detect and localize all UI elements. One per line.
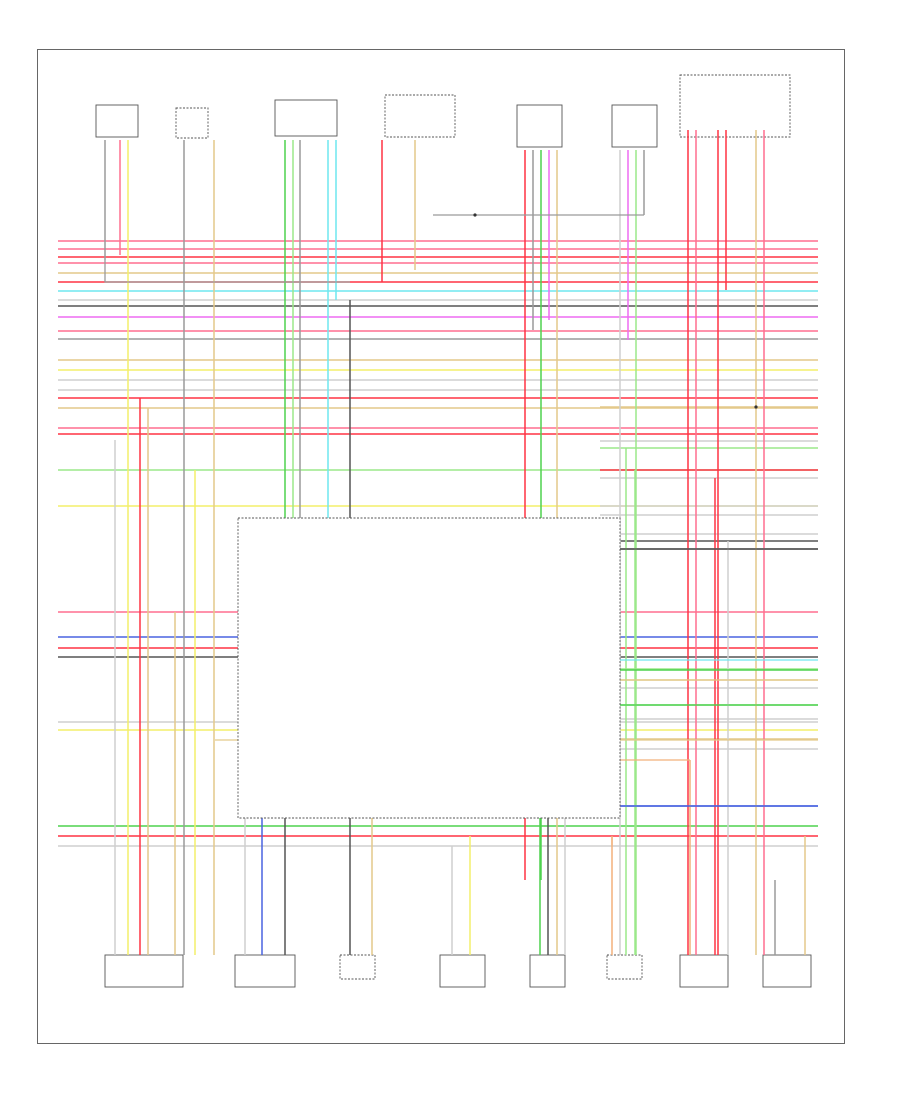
- component-box-c4: [384, 94, 456, 138]
- component-box-c3: [274, 99, 338, 137]
- component-box-c1: [95, 104, 139, 138]
- component-box-b7: [679, 954, 729, 988]
- splice-dot-0: [473, 213, 477, 217]
- component-box-c2: [175, 107, 209, 139]
- dashed-harness-box: [237, 517, 621, 819]
- component-box-b8: [762, 954, 812, 988]
- component-box-b4: [439, 954, 486, 988]
- component-box-b3: [339, 954, 376, 980]
- elbow-wire-1: [104, 260, 350, 283]
- component-box-b2: [234, 954, 296, 988]
- splice-dot-3: [754, 405, 758, 409]
- component-box-b5: [529, 954, 566, 988]
- component-box-b1: [104, 954, 184, 988]
- component-box-c5: [516, 104, 563, 148]
- component-box-c7: [679, 74, 791, 138]
- component-box-c6: [611, 104, 658, 148]
- component-box-b6: [606, 954, 643, 980]
